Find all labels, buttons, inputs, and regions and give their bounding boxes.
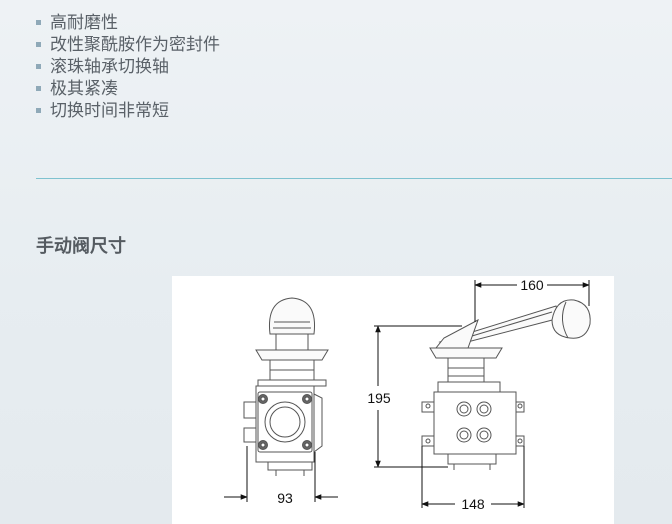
dimension-drawing: 93	[172, 276, 614, 524]
handle-reach-label: 160	[520, 277, 544, 293]
port-cluster	[456, 401, 492, 443]
side-width-label: 148	[461, 496, 485, 512]
feature-item: 切换时间非常短	[36, 100, 220, 122]
feature-item: 改性聚酰胺作为密封件	[36, 34, 220, 56]
feature-item: 极其紧凑	[36, 78, 220, 100]
feature-item: 滚珠轴承切换轴	[36, 56, 220, 78]
dimension-front-width	[224, 446, 338, 502]
feature-item: 高耐磨性	[36, 12, 220, 34]
feature-list: 高耐磨性 改性聚酰胺作为密封件 滚珠轴承切换轴 极其紧凑 切换时间非常短	[36, 12, 220, 122]
valve-drawing-svg: 93	[224, 277, 591, 512]
feature-text: 滚珠轴承切换轴	[50, 57, 169, 77]
section-title: 手动阀尺寸	[36, 236, 126, 257]
height-label: 195	[367, 390, 391, 406]
dimension-height	[374, 325, 462, 468]
bullet-icon	[36, 20, 41, 25]
feature-text: 切换时间非常短	[50, 101, 169, 121]
section-divider	[36, 178, 672, 179]
dimension-side-width	[421, 446, 525, 508]
bullet-icon	[36, 64, 41, 69]
bullet-icon	[36, 108, 41, 113]
side-view	[421, 299, 591, 470]
front-view	[243, 297, 329, 476]
feature-text: 改性聚酰胺作为密封件	[50, 35, 220, 55]
feature-text: 极其紧凑	[50, 79, 118, 99]
front-width-label: 93	[277, 490, 293, 506]
bullet-icon	[36, 42, 41, 47]
feature-text: 高耐磨性	[50, 13, 118, 33]
dimension-handle-reach	[474, 280, 590, 322]
bullet-icon	[36, 86, 41, 91]
